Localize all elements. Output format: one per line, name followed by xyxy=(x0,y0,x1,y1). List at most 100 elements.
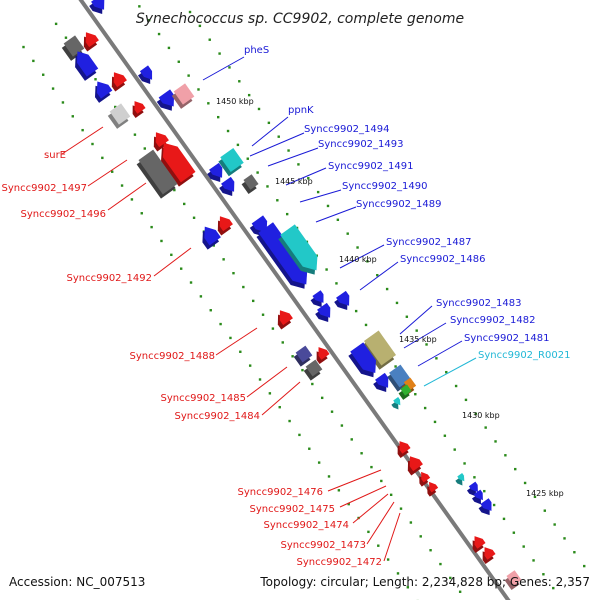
gene-arrow[interactable] xyxy=(206,162,229,186)
gene-arrow[interactable] xyxy=(106,69,129,92)
gene-label-syncc9902-1492[interactable]: Syncc9902_1492 xyxy=(67,273,153,284)
gene-box[interactable] xyxy=(302,359,323,381)
gene-label-phes[interactable]: pheS xyxy=(244,45,269,56)
tick-dot xyxy=(138,5,141,8)
gene-label-syncc9902-1496[interactable]: Syncc9902_1496 xyxy=(21,209,107,220)
label-leader-line xyxy=(417,340,463,367)
gene-arrow[interactable] xyxy=(311,344,331,365)
gene-box[interactable] xyxy=(361,330,398,370)
gene-face xyxy=(409,456,423,472)
gene-arrow[interactable] xyxy=(255,222,315,294)
tick-dot xyxy=(563,537,566,540)
gene-arrow[interactable] xyxy=(372,372,395,396)
gene-label-syncc9902-1497[interactable]: Syncc9902_1497 xyxy=(2,183,88,194)
tick-dot xyxy=(22,45,25,49)
gene-label-syncc9902-r0021[interactable]: Syncc9902_R0021 xyxy=(478,350,570,361)
gene-face xyxy=(305,359,323,377)
tick-dot xyxy=(110,170,114,173)
gene-arrow[interactable] xyxy=(415,470,432,487)
tick-dot xyxy=(449,576,452,580)
gene-label-syncc9902-1494[interactable]: Syncc9902_1494 xyxy=(304,124,390,135)
gene-face xyxy=(258,222,308,285)
tick-dot xyxy=(238,80,241,83)
gene-arrow[interactable] xyxy=(392,438,412,459)
tick-dot xyxy=(425,343,428,346)
tick-dot xyxy=(308,447,311,450)
gene-face xyxy=(158,89,175,107)
gene-arrow[interactable] xyxy=(69,47,100,81)
gene-label-syncc9902-1485[interactable]: Syncc9902_1485 xyxy=(161,393,247,404)
gene-arrow[interactable] xyxy=(148,129,171,152)
tick-dot xyxy=(288,419,291,423)
gene-label-syncc9902-1489[interactable]: Syncc9902_1489 xyxy=(356,199,442,210)
genome-backbone xyxy=(78,0,511,600)
gene-arrow[interactable] xyxy=(78,29,101,52)
tick-dot xyxy=(356,246,359,249)
gene-arrow[interactable] xyxy=(272,307,295,330)
gene-arrow[interactable] xyxy=(314,302,337,326)
tick-dot xyxy=(439,562,442,566)
gene-label-ppnk[interactable]: ppnK xyxy=(288,105,314,116)
gene-box[interactable] xyxy=(240,174,260,195)
gene-label-syncc9902-1482[interactable]: Syncc9902_1482 xyxy=(450,315,536,326)
gene-arrow[interactable] xyxy=(333,290,356,314)
tick-dot xyxy=(458,590,462,593)
gene-arrow[interactable] xyxy=(423,480,440,497)
gene-arrow[interactable] xyxy=(196,223,222,250)
gene-box[interactable] xyxy=(106,103,131,129)
gene-box[interactable] xyxy=(135,149,179,199)
gene-box[interactable] xyxy=(170,83,195,109)
gene-label-syncc9902-1472[interactable]: Syncc9902_1472 xyxy=(297,557,383,568)
gene-label-syncc9902-1474[interactable]: Syncc9902_1474 xyxy=(264,520,350,531)
gene-arrow[interactable] xyxy=(471,489,488,507)
gene-arrow[interactable] xyxy=(454,473,468,487)
gene-face xyxy=(280,224,318,271)
gene-face xyxy=(295,345,313,363)
gene-label-sure[interactable]: surE xyxy=(44,150,66,161)
gene-arrow[interactable] xyxy=(127,98,147,119)
gene-box[interactable] xyxy=(397,384,413,400)
gene-box[interactable] xyxy=(503,570,523,591)
gene-arrow[interactable] xyxy=(402,453,425,476)
gene-arrow[interactable] xyxy=(390,397,404,411)
gene-face xyxy=(96,81,113,99)
gene-label-syncc9902-1491[interactable]: Syncc9902_1491 xyxy=(328,161,414,172)
gene-label-syncc9902-1486[interactable]: Syncc9902_1486 xyxy=(400,254,486,265)
gene-label-syncc9902-1475[interactable]: Syncc9902_1475 xyxy=(250,504,336,515)
label-leader-line xyxy=(107,182,147,211)
gene-face xyxy=(134,101,146,114)
gene-arrow[interactable] xyxy=(88,77,113,103)
gene-box[interactable] xyxy=(217,148,245,177)
gene-arrow[interactable] xyxy=(155,89,180,114)
gene-box[interactable] xyxy=(292,345,313,367)
gene-label-syncc9902-1487[interactable]: Syncc9902_1487 xyxy=(386,237,472,248)
gene-arrow[interactable] xyxy=(88,0,111,17)
tick-dot xyxy=(232,271,235,275)
gene-label-syncc9902-1473[interactable]: Syncc9902_1473 xyxy=(281,540,367,551)
tick-dot xyxy=(148,18,151,22)
gene-arrow[interactable] xyxy=(309,290,329,310)
gene-label-syncc9902-1490[interactable]: Syncc9902_1490 xyxy=(342,181,428,192)
gene-features xyxy=(61,0,523,591)
label-leader-line xyxy=(215,327,258,356)
gene-label-syncc9902-1481[interactable]: Syncc9902_1481 xyxy=(464,333,550,344)
gene-arrow[interactable] xyxy=(466,481,483,499)
gene-arrow[interactable] xyxy=(137,65,158,86)
gene-arrow[interactable] xyxy=(477,498,497,518)
gene-label-syncc9902-1488[interactable]: Syncc9902_1488 xyxy=(130,351,216,362)
gene-label-syncc9902-1493[interactable]: Syncc9902_1493 xyxy=(318,139,404,150)
tick-dot xyxy=(380,479,383,483)
gene-arrow[interactable] xyxy=(477,544,497,565)
gene-label-syncc9902-1483[interactable]: Syncc9902_1483 xyxy=(436,298,522,309)
gene-arrow[interactable] xyxy=(347,342,383,382)
gene-arrow[interactable] xyxy=(467,533,487,554)
gene-arrow[interactable] xyxy=(218,176,241,200)
gene-face xyxy=(429,481,439,493)
gene-arrow[interactable] xyxy=(277,224,325,279)
gene-face xyxy=(375,372,389,388)
gene-arrow[interactable] xyxy=(212,213,235,236)
gene-label-syncc9902-1476[interactable]: Syncc9902_1476 xyxy=(238,487,324,498)
gene-arrow[interactable] xyxy=(153,138,197,187)
gene-label-syncc9902-1484[interactable]: Syncc9902_1484 xyxy=(175,411,261,422)
tick-dot xyxy=(285,212,289,216)
